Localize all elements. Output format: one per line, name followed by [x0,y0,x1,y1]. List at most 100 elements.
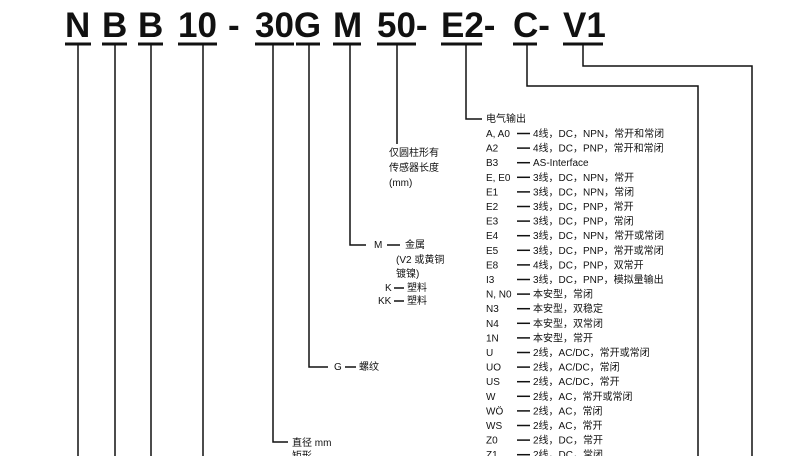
material-desc-kk: 塑料 [407,294,427,307]
electrical-output-row: WÖ 2线，AC，常闭 [486,404,602,417]
electrical-output-row: E1 3线，DC，NPN，常闭 [486,185,634,198]
code-part-b2: B [138,6,163,45]
material-desc-m: 金属 [405,238,425,251]
electrical-output-row: N3 本安型，双稳定 [486,302,603,315]
electrical-output-row: US 2线，AC/DC，常开 [486,375,620,388]
electrical-output-desc: 2线，AC，常闭 [533,404,602,417]
electrical-output-row: U 2线，AC/DC，常开或常闭 [486,346,650,359]
electrical-output-code: E5 [486,246,499,257]
code-part-v1: V1 [563,6,606,45]
electrical-output-desc: 2线，DC，常开 [533,434,603,447]
electrical-output-desc: 3线，DC，NPN，常开或常闭 [533,229,664,242]
electrical-output-row: Z0 2线，DC，常开 [486,434,603,447]
electrical-output-row: I3 3线，DC，PNP，模拟量输出 [486,273,664,286]
electrical-output-desc: 3线，DC，PNP，常开或常闭 [533,244,664,257]
code-part-10: 10 [178,6,217,45]
electrical-output-desc: 2线，AC/DC，常开或常闭 [533,346,650,359]
code-part-50: 50- [377,6,428,45]
electrical-output-code: U [486,348,493,359]
electrical-output-row: A, A0 4线，DC，NPN，常开和常闭 [486,127,664,140]
electrical-output-row: W 2线，AC，常开或常闭 [486,390,632,403]
electrical-output-code: E4 [486,231,499,242]
electrical-output-code: WÖ [486,405,503,417]
connector-lines [77,44,753,456]
electrical-output-code: E1 [486,187,499,198]
electrical-output-code: A, A0 [486,129,510,140]
electrical-output-desc: 3线，DC，NPN，常闭 [533,185,634,198]
electrical-output-desc: 2线，DC，常闭 [533,448,603,456]
electrical-output-desc: 4线，DC，PNP，双常开 [533,258,644,271]
code-part-e2: E2- [441,6,495,45]
diameter-label: 直径 mm 矩形 [292,436,331,456]
sensor-length-line-1: 仅圆柱形有 [389,146,439,159]
electrical-output-desc: 2线，AC/DC，常闭 [533,361,620,374]
electrical-output-desc: 本安型，双稳定 [533,302,603,315]
electrical-output-row: Z1 2线，DC，常闭 [486,448,603,456]
electrical-output-code: N4 [486,319,499,330]
material-options: M 金属 (V2 或黄铜 镀镍) K 塑料 KK 塑料 [374,238,444,307]
electrical-output-desc: 本安型，常开 [533,331,593,344]
electrical-output-row: E5 3线，DC，PNP，常开或常闭 [486,244,664,257]
electrical-output-row: WS 2线，AC，常开 [486,419,602,432]
electrical-output-desc: 4线，DC，NPN，常开和常闭 [533,127,664,140]
electrical-output-code: US [486,377,500,388]
electrical-output-code: E, E0 [486,173,511,184]
sensor-length-label: 仅圆柱形有 传感器长度 (mm) [389,146,439,189]
electrical-output-desc: 3线，DC，PNP，模拟量输出 [533,273,664,286]
thread-option: G 螺纹 [334,360,379,373]
electrical-output-desc: 3线，DC，PNP，常开 [533,200,634,213]
code-part-b1: B [102,6,127,45]
electrical-output-desc: 3线，DC，NPN，常开 [533,171,634,184]
diameter-desc: 直径 mm [292,436,331,449]
diameter-cut-desc: 矩形 [292,449,312,456]
code-separator: - [228,6,240,45]
electrical-output-code: E2 [486,202,499,213]
electrical-output-row: E2 3线，DC，PNP，常开 [486,200,634,213]
material-desc-m-note: (V2 或黄铜 [396,253,444,266]
material-code-m: M [374,240,382,251]
electrical-output-desc: 4线，DC，PNP，常开和常闭 [533,142,664,155]
electrical-output-row: UO 2线，AC/DC，常闭 [486,361,620,374]
electrical-output-code: N, N0 [486,290,512,301]
code-part-30g: 30G [255,6,321,45]
electrical-output-code: 1N [486,333,499,344]
electrical-output-desc: AS-Interface [533,158,589,169]
electrical-output-code: WS [486,421,502,432]
sensor-length-unit: (mm) [389,178,412,189]
code-part-m: M [333,6,362,45]
code-part-c: C- [513,6,550,45]
electrical-output-title: 电气输出 [486,112,526,125]
electrical-output-row: N, N0 本安型，常闭 [486,288,593,301]
electrical-output-code: N3 [486,304,499,315]
electrical-output-code: E3 [486,217,499,228]
sensor-length-line-2: 传感器长度 [389,161,439,174]
electrical-output-desc: 2线，AC，常开或常闭 [533,390,632,403]
electrical-output-row: A2 4线，DC，PNP，常开和常闭 [486,142,664,155]
thread-desc: 螺纹 [359,360,379,373]
electrical-output-desc: 2线，AC，常开 [533,419,602,432]
electrical-output-row: E4 3线，DC，NPN，常开或常闭 [486,229,664,242]
material-code-kk: KK [378,296,392,307]
electrical-output-desc: 本安型，常闭 [533,288,593,301]
code-part-n: N [65,6,90,45]
electrical-output-code: Z0 [486,436,498,447]
electrical-output-row: E, E0 3线，DC，NPN，常开 [486,171,634,184]
electrical-output-code: W [486,392,496,403]
electrical-output-code: UO [486,363,501,374]
electrical-output-desc: 2线，AC/DC，常开 [533,375,620,388]
ordering-code: N B B 10 - 30G M 50- E2- C- V1 [65,6,606,45]
thread-code: G [334,362,342,373]
electrical-output-code: A2 [486,144,499,155]
material-desc-m-note-2: 镀镍) [396,267,419,280]
electrical-output-code: I3 [486,275,495,286]
electrical-output-row: E3 3线，DC，PNP，常闭 [486,215,634,228]
material-desc-k: 塑料 [407,281,427,294]
electrical-output-desc: 3线，DC，PNP，常闭 [533,215,634,228]
material-code-k: K [385,283,392,294]
electrical-output-code: Z1 [486,450,498,456]
